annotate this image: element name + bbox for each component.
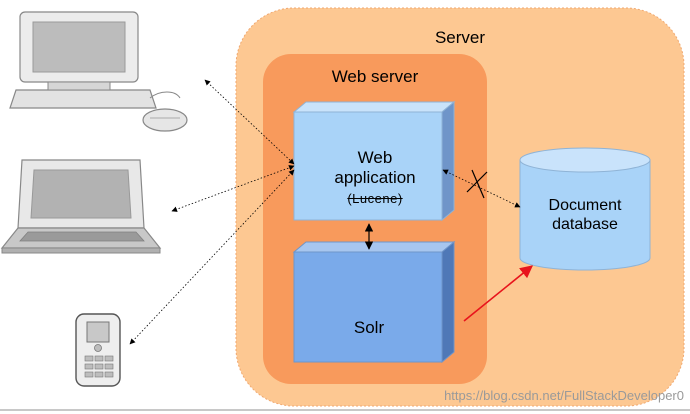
document-database-label: Document database [548, 197, 622, 233]
phone-connection-line [129, 169, 295, 345]
laptop-icon [0, 159, 162, 254]
webapp-database-connection [442, 169, 521, 208]
mobile-phone-icon [75, 313, 121, 387]
web-server-label: Web server [331, 67, 419, 86]
connection-removed-cross [466, 169, 488, 199]
web-application-label: Web application [334, 148, 416, 187]
document-database-cylinder [519, 147, 651, 271]
desktop-computer-icon [9, 11, 188, 132]
desktop-connection-line [204, 79, 295, 165]
solr-box [292, 240, 456, 364]
server-label: Server [434, 28, 486, 47]
lucene-label-text: (Lucene) [347, 191, 403, 206]
watermark-text: https://blog.csdn.net/FullStackDeveloper… [444, 388, 684, 403]
bottom-divider [0, 409, 690, 411]
solr-label: Solr [353, 318, 385, 337]
lucene-label: (Lucene) [300, 191, 450, 206]
solr-database-red-arrow [463, 265, 533, 322]
